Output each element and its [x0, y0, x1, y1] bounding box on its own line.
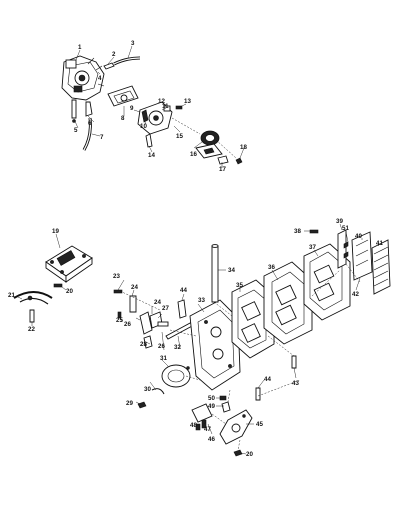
- callout-7: 7: [100, 134, 104, 141]
- callout-43: 43: [292, 380, 299, 387]
- callout-4: 4: [98, 75, 102, 82]
- callout-31: 31: [160, 355, 167, 362]
- callout-47: 47: [204, 426, 211, 433]
- callout-27: 27: [162, 305, 169, 312]
- callout-26: 26: [124, 321, 131, 328]
- callout-13: 13: [184, 98, 191, 105]
- callout-22: 22: [28, 326, 35, 333]
- reed-valve-assembly: [213, 223, 391, 379]
- bracket-assembly: [191, 379, 301, 457]
- callout-24: 24: [131, 284, 138, 291]
- callout-1: 1: [78, 44, 82, 51]
- callout-46: 46: [208, 436, 215, 443]
- callout-6: 6: [88, 120, 92, 127]
- callout-49: 49: [208, 403, 215, 410]
- callout-2: 2: [112, 51, 116, 58]
- carburetor-assembly: [61, 45, 245, 168]
- callout-18: 18: [240, 144, 247, 151]
- callout-32: 32: [174, 344, 181, 351]
- callout-24b: 24: [154, 299, 161, 306]
- callout-37: 37: [309, 244, 316, 251]
- callout-51: 51: [342, 225, 349, 232]
- callout-38: 38: [294, 228, 301, 235]
- callout-3: 3: [131, 40, 135, 47]
- callout-5: 5: [74, 127, 78, 134]
- callout-33: 33: [198, 297, 205, 304]
- callout-39: 39: [336, 218, 343, 225]
- callout-41: 41: [376, 240, 383, 247]
- callout-25: 25: [116, 317, 123, 324]
- callout-8: 8: [121, 115, 125, 122]
- callout-48: 48: [190, 422, 197, 429]
- callout-19: 19: [52, 228, 59, 235]
- callout-10: 10: [140, 123, 147, 130]
- callout-23: 23: [113, 273, 120, 280]
- callout-34: 34: [228, 267, 235, 274]
- callout-17: 17: [219, 166, 226, 173]
- callout-45: 45: [256, 421, 263, 428]
- callout-44: 44: [180, 287, 187, 294]
- callout-21: 21: [8, 292, 15, 299]
- callout-20b: 20: [246, 451, 253, 458]
- callout-44b: 44: [264, 376, 271, 383]
- callout-labels: 1 2 3 4 5 6 7 8 9 10 11 12 13 14 15 16 1…: [8, 40, 383, 458]
- callout-14: 14: [148, 152, 155, 159]
- callout-50: 50: [208, 395, 215, 402]
- callout-11: 11: [162, 103, 169, 110]
- callout-29: 29: [126, 400, 133, 407]
- callout-12: 12: [158, 98, 165, 105]
- callout-15: 15: [176, 133, 183, 140]
- callout-16: 16: [190, 151, 197, 158]
- callout-30: 30: [144, 386, 151, 393]
- callout-40: 40: [355, 233, 362, 240]
- intake-manifold-assembly: [113, 244, 241, 409]
- cover-plate-assembly: [13, 233, 93, 326]
- callout-28: 28: [140, 341, 147, 348]
- callout-36: 36: [268, 264, 275, 271]
- callout-35: 35: [236, 282, 243, 289]
- callout-20: 20: [66, 288, 73, 295]
- callout-26b: 26: [158, 343, 165, 350]
- callout-9: 9: [130, 105, 134, 112]
- callout-42: 42: [352, 291, 359, 298]
